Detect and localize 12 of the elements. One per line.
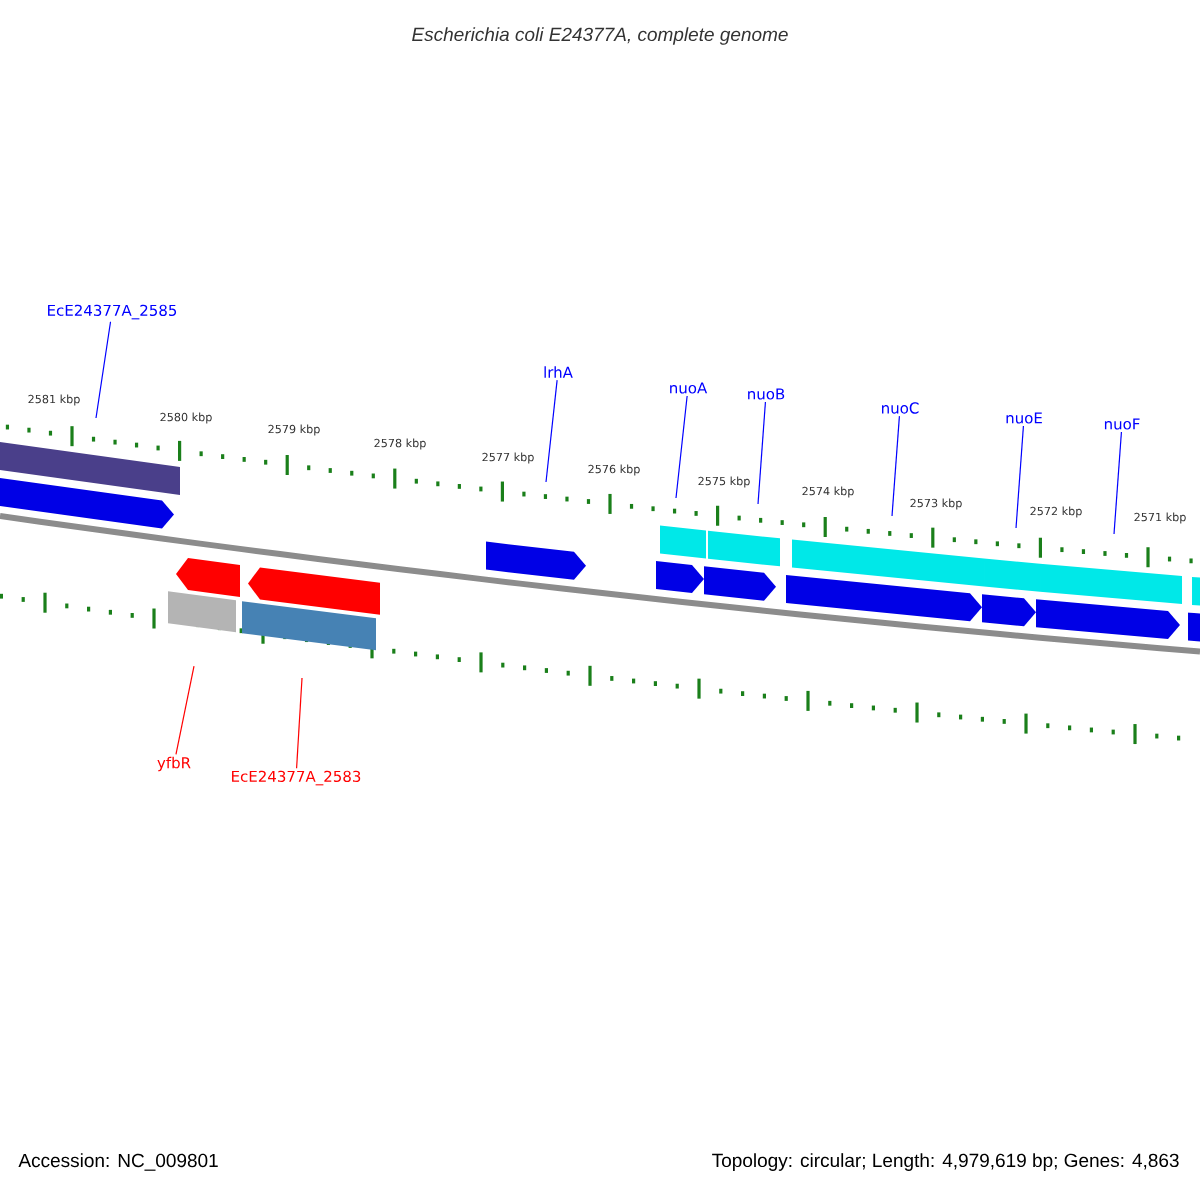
accession-note: Accession: NC_009801 [18,1153,218,1171]
leader-line [175,665,195,755]
leader-line [757,401,767,505]
leader-line [545,379,558,483]
leader-line [891,415,900,517]
title: Escherichia coli E24377A, complete genome [412,27,788,45]
leader-line [1015,425,1025,529]
leader-line [1113,431,1123,535]
leader-line [295,677,303,769]
leader-line [95,321,112,419]
genome-summary: Topology: circular; Length: 4,979,619 bp; Genes: 4,863 [712,1153,1179,1171]
leader-line [675,395,688,499]
